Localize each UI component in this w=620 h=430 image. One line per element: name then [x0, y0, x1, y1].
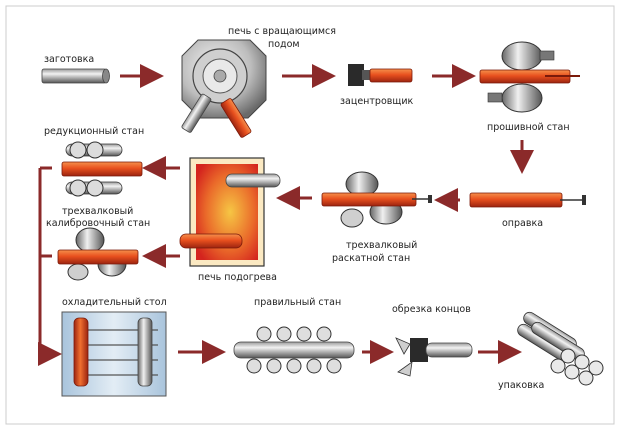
label-centering: зацентровщик: [340, 96, 413, 107]
label-rotary-furnace-line2: подом: [268, 39, 300, 50]
rotary-hearth-furnace-icon: [181, 39, 267, 138]
diagram-frame: [5, 5, 615, 425]
end-cutting-icon: [395, 337, 473, 377]
piercing-rolls-icon: [479, 41, 580, 113]
cooling-bed-icon: [61, 311, 167, 397]
label-billet: заготовка: [44, 54, 94, 65]
reduction-mill-icon: [61, 141, 143, 197]
label-rotary-furnace-line1: печь с вращающимся: [228, 26, 336, 37]
label-rolling-mill-line1: трехвалковый: [346, 240, 417, 251]
label-rolling-mill-line2: раскатной стан: [332, 253, 410, 264]
label-reduction-mill: редукционный стан: [44, 126, 144, 137]
label-cooling-table: охладительный стол: [62, 297, 167, 308]
label-mandrel: оправка: [502, 218, 543, 229]
pipe-bundle-icon: [517, 311, 604, 386]
label-sizing-mill-line2: калибровочный стан: [46, 218, 150, 229]
label-straightening-mill: правильный стан: [254, 297, 341, 308]
label-piercing-mill: прошивной стан: [487, 122, 570, 133]
straightening-rolls-icon: [233, 326, 355, 374]
sizing-mill-icon: [57, 227, 139, 281]
label-reheat-furnace: печь подогрева: [198, 272, 277, 283]
mandrel-icon: [469, 192, 586, 208]
rolling-mill-icon: [321, 171, 432, 228]
label-end-cutting: обрезка концов: [392, 304, 471, 315]
reheat-furnace-icon: [179, 157, 281, 267]
label-sizing-mill-line1: трехвалковый: [62, 206, 133, 217]
label-packing: упаковка: [498, 380, 544, 391]
billet-icon: [41, 68, 110, 84]
centering-machine-icon: [348, 64, 413, 86]
